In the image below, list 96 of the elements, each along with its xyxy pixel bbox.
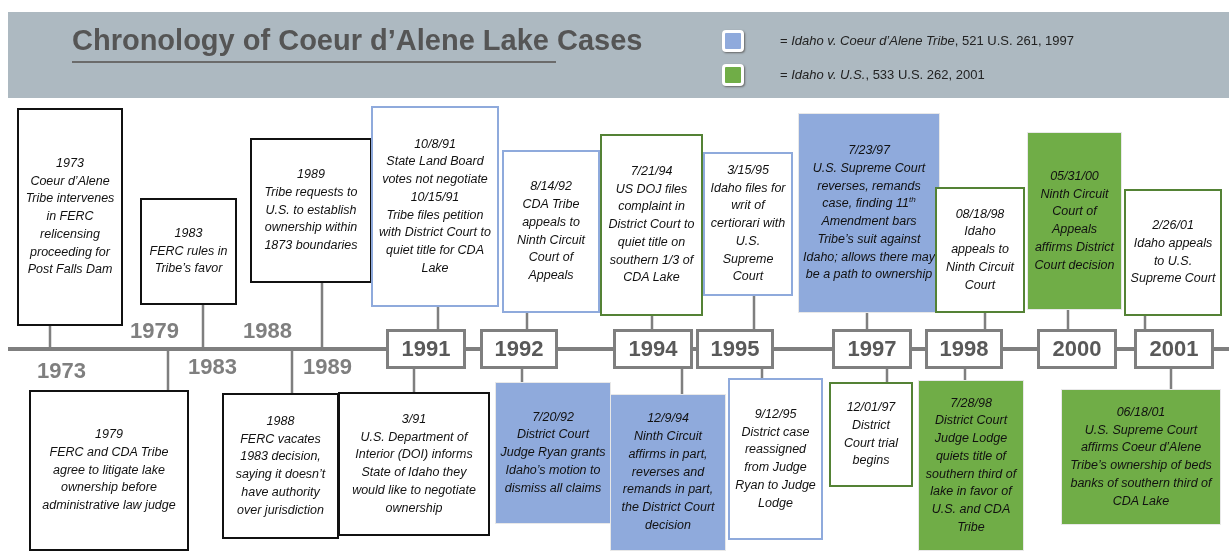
event-date: 10/15/91 (410, 188, 460, 206)
event-date: 7/28/98 (950, 394, 992, 412)
event-description: Idaho files for writ of certiorari with U.S. Supreme Court (709, 179, 787, 286)
event-date: 1988 (266, 412, 295, 430)
event-description: CDA Tribe appeals to Ninth Circuit Court of Appeals (515, 196, 587, 284)
event-box (140, 198, 237, 305)
event-description: US DOJ files complaint in District Court to quiet title on southern 1/3 of CDA Lake (607, 180, 696, 287)
event-date: 1989 (297, 166, 325, 184)
event-date: 1973 (56, 154, 84, 172)
title: Chronology of Coeur d’Alene Lake Cases (72, 24, 643, 57)
event-description: District case reassigned from Judge Ryan to Judge Lodge (734, 423, 817, 512)
event-box (502, 150, 600, 313)
event-description: Ninth Circuit affirms in part, reverses and remands in part, the District Court decision (620, 428, 716, 534)
event-box (798, 113, 940, 313)
timeline-segment (466, 347, 480, 351)
event-box (829, 382, 913, 487)
event-box (600, 134, 703, 316)
event-description: District Court Judge Ryan grants Idaho’s motion to dismiss all claims (500, 426, 606, 497)
timeline-segment (774, 347, 832, 351)
leader-line (320, 283, 324, 349)
event-box (495, 382, 611, 524)
event-box (250, 138, 372, 283)
year-box: 2001 (1134, 329, 1214, 369)
year-box: 1998 (925, 329, 1003, 369)
event-box (222, 393, 339, 539)
event-date: 7/20/92 (532, 408, 574, 426)
year-box: 2000 (1037, 329, 1117, 369)
event-box (1027, 132, 1122, 310)
event-box (728, 378, 823, 540)
event-description: Coeur d’Alene Tribe intervenes in FERC relicensing proceeding for Post Falls Dam (24, 172, 116, 279)
leader-line (48, 326, 52, 349)
event-description: Idaho appeals to Ninth Circuit Court (944, 223, 1016, 294)
event-description: FERC and CDA Tribe agree to litigate lake ownership before administrative law judge (41, 443, 177, 515)
event-date: 12/01/97 (846, 399, 896, 416)
event-date: 8/14/92 (530, 178, 572, 196)
event-box (1124, 189, 1222, 316)
event-description: Tribe files petition with District Court to quiet title for CDA Lake (378, 206, 492, 277)
event-description: U.S. Department of Interior (DOI) informs State of Idaho they would like to negotiate ownership (351, 428, 477, 517)
leader-line (166, 349, 170, 390)
event-description: District Court trial begins (842, 416, 900, 470)
leader-line (412, 369, 416, 392)
event-date: 9/12/95 (754, 405, 797, 423)
event-date: 2/26/01 (1152, 217, 1194, 234)
event-date: 08/18/98 (955, 205, 1005, 223)
leader-line (201, 305, 205, 349)
year-box: 1991 (386, 329, 466, 369)
event-description: Idaho appeals to U.S. Supreme Court (1130, 234, 1216, 288)
event-box (935, 187, 1025, 313)
year-box: 1997 (832, 329, 912, 369)
event-description: U.S. Supreme Court affirms Coeur d’Alene Tribe’s ownership of beds banks of southern third of CDA Lake (1069, 421, 1214, 510)
timeline-segment (693, 347, 696, 351)
legend-text: = Idaho v. Coeur d’Alene Tribe, 521 U.S. 261, 1997 (780, 33, 1075, 48)
event-box (703, 152, 793, 296)
year-label: 1973 (37, 358, 86, 384)
event-date: 06/18/01 (1116, 403, 1166, 421)
leader-line (1169, 369, 1173, 389)
timeline-segment (1117, 347, 1134, 351)
timeline-segment (912, 347, 925, 351)
event-date: 1979 (95, 426, 123, 444)
leader-line (290, 349, 294, 393)
event-description: State Land Board votes not negotiate (381, 153, 489, 188)
year-label: 1988 (243, 318, 292, 344)
event-date: 7/23/97 (848, 142, 890, 159)
event-description: Ninth Circuit Court of Appeals affirms District Court decision (1033, 185, 1116, 274)
event-box (29, 390, 189, 551)
event-box (918, 380, 1024, 551)
event-description: District Court Judge Lodge quiets title of southern third of lake in favor of U.S. and CDA Tribe (924, 412, 1019, 536)
event-description: U.S. Supreme Court reverses, remands case, finding 11$^{th}$ Amendment bars Tribe’s suit against Idaho; allows there may be a path to ownership (803, 159, 935, 284)
event-box (371, 106, 499, 307)
event-description: Tribe requests to U.S. to establish ownership within 1873 boundaries (263, 183, 359, 255)
event-date: 1983 (174, 224, 203, 242)
event-description: FERC rules in Tribe’s favor (148, 242, 229, 278)
leader-line (752, 296, 756, 329)
leader-line (436, 307, 440, 329)
event-date: 7/21/94 (630, 162, 673, 180)
event-date: 10/8/91 (414, 135, 456, 153)
timeline-segment (558, 347, 613, 351)
year-label: 1983 (188, 354, 237, 380)
leader-line (680, 369, 684, 394)
event-box (17, 108, 123, 326)
event-box (1061, 389, 1221, 525)
event-date: 05/31/00 (1050, 167, 1099, 185)
legend-text: = Idaho v. U.S., 533 U.S. 262, 2001 (780, 67, 985, 82)
event-date: 12/9/94 (647, 410, 689, 428)
year-label: 1979 (130, 318, 179, 344)
year-box: 1995 (696, 329, 774, 369)
year-label: 1989 (303, 354, 352, 380)
event-description: FERC vacates 1983 decision, saying it doesn’t have authority over jurisdiction (234, 430, 327, 519)
event-box (610, 394, 726, 551)
leader-line (1066, 310, 1070, 329)
event-box (338, 392, 490, 536)
event-date: 3/91 (401, 410, 427, 428)
timeline-segment (1003, 347, 1037, 351)
year-box: 1992 (480, 329, 558, 369)
year-box: 1994 (613, 329, 693, 369)
event-date: 3/15/95 (727, 161, 769, 179)
